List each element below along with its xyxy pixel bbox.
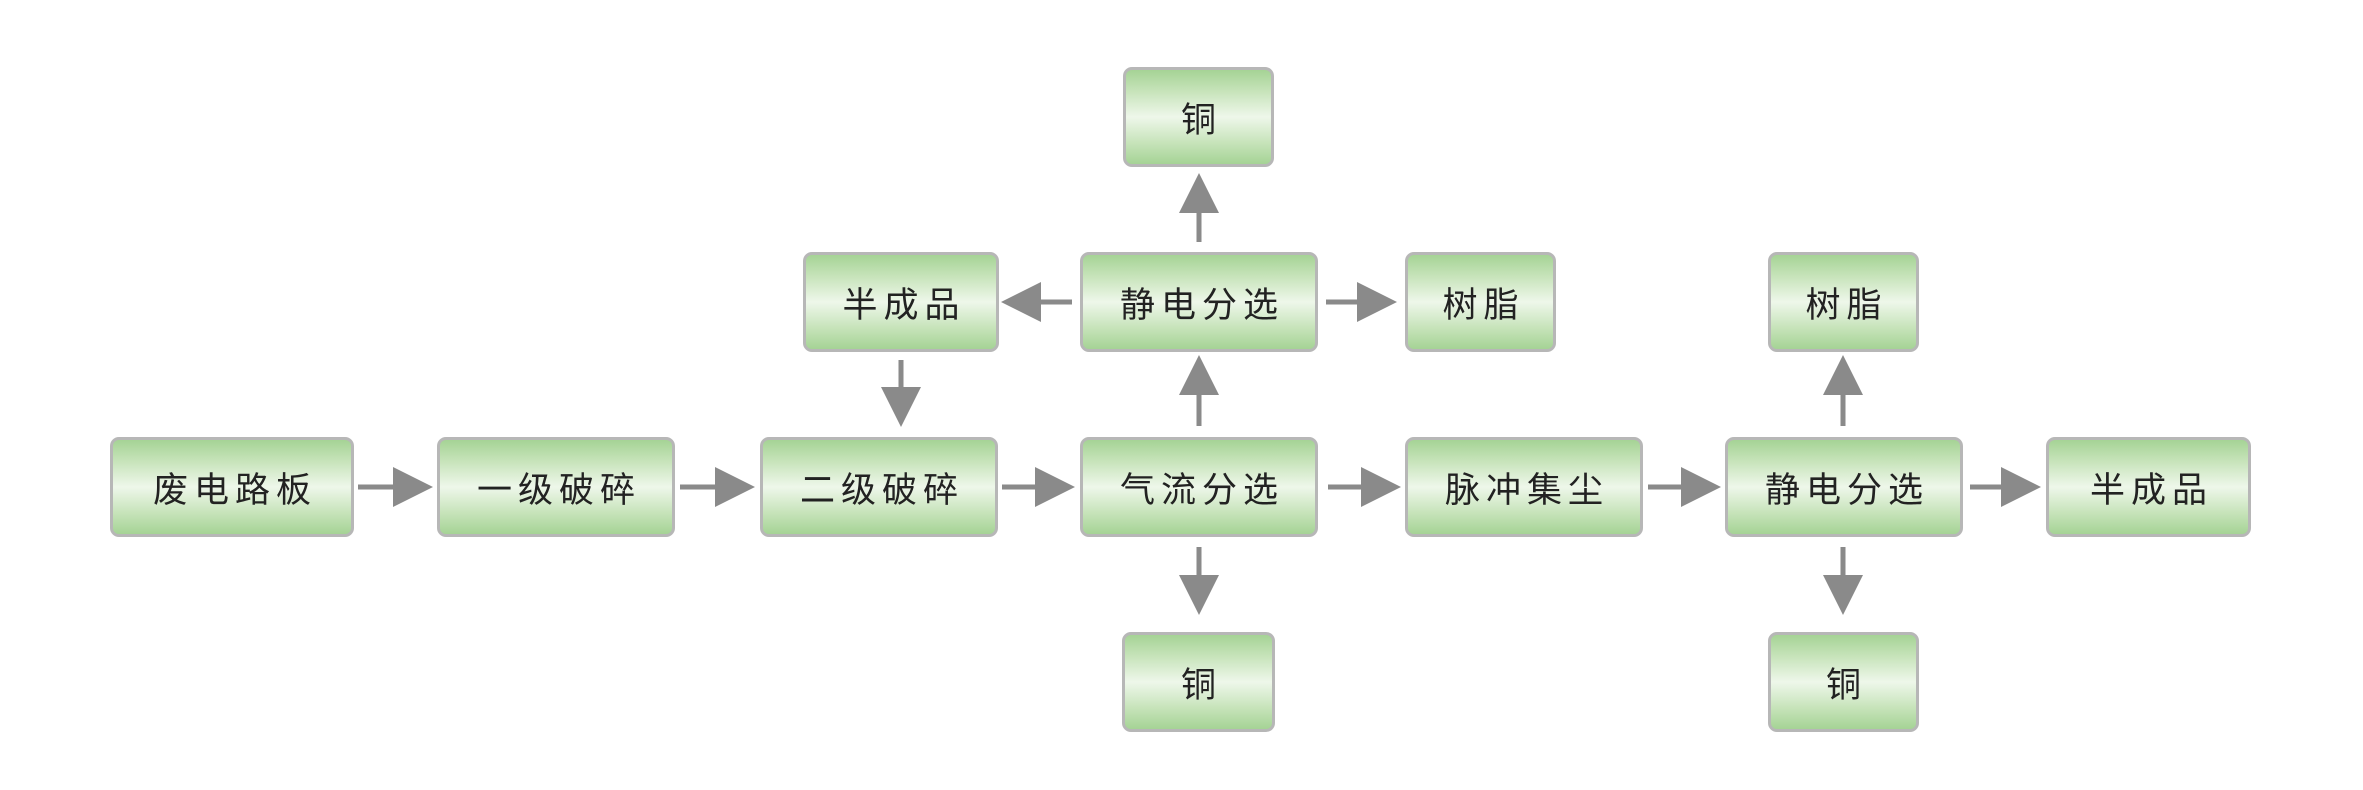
node-label: 半成品 — [2089, 470, 2213, 511]
node-resin-1: 树脂 — [1405, 252, 1556, 352]
node-primary-crush: 一级破碎 — [437, 437, 675, 537]
node-label: 废电路板 — [152, 470, 317, 511]
node-waste-board: 废电路板 — [110, 437, 354, 537]
node-label: 脉冲集尘 — [1444, 470, 1609, 511]
node-label: 树脂 — [1442, 285, 1525, 326]
node-label: 一级破碎 — [476, 470, 641, 511]
node-label: 气流分选 — [1119, 470, 1284, 511]
node-label: 半成品 — [842, 285, 966, 326]
node-label: 树脂 — [1805, 285, 1888, 326]
node-label: 静电分选 — [1764, 470, 1929, 511]
node-label: 铜 — [1180, 665, 1222, 706]
node-label: 二级破碎 — [799, 470, 964, 511]
node-air-separation: 气流分选 — [1080, 437, 1318, 537]
node-label: 铜 — [1180, 100, 1222, 141]
node-copper-air: 铜 — [1122, 632, 1275, 732]
node-semi-product-1: 半成品 — [803, 252, 999, 352]
node-secondary-crush: 二级破碎 — [760, 437, 998, 537]
node-electrostatic-separation-2: 静电分选 — [1725, 437, 1963, 537]
node-semi-product-2: 半成品 — [2046, 437, 2251, 537]
node-label: 铜 — [1825, 665, 1867, 706]
node-label: 静电分选 — [1119, 285, 1284, 326]
node-copper-2: 铜 — [1768, 632, 1919, 732]
node-pulse-dust: 脉冲集尘 — [1405, 437, 1643, 537]
node-resin-2: 树脂 — [1768, 252, 1919, 352]
node-copper-top: 铜 — [1123, 67, 1274, 167]
node-electrostatic-separation-1: 静电分选 — [1080, 252, 1318, 352]
